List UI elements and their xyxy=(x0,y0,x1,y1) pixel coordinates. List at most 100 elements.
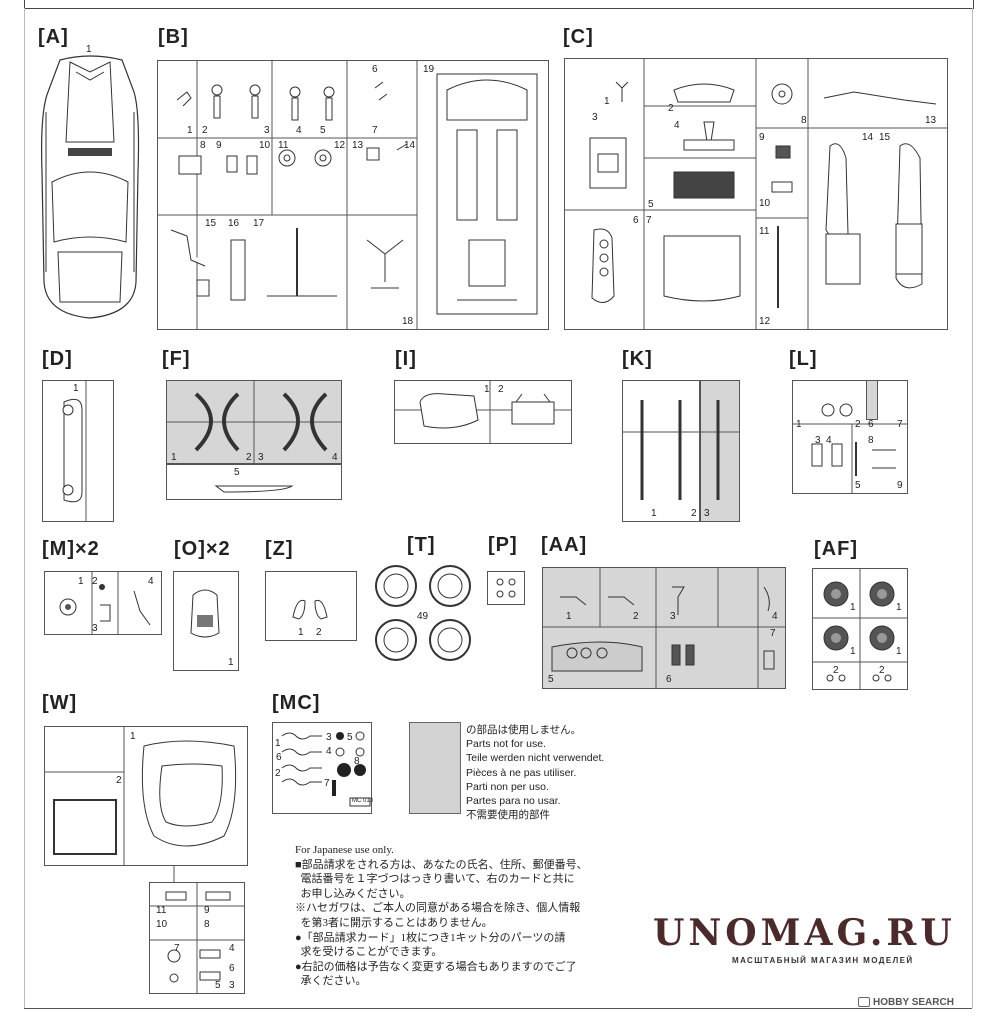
part-number: 4 xyxy=(332,452,338,463)
part-number: 4 xyxy=(326,746,332,757)
section-label-p: [P] xyxy=(488,534,518,556)
part-number: 1 xyxy=(78,576,84,587)
sprue-k xyxy=(622,380,700,522)
part-number: 17 xyxy=(253,218,265,229)
sprue-o-seat xyxy=(190,589,220,638)
part-number: 3 xyxy=(592,112,598,123)
sprue-p xyxy=(487,571,525,605)
unused-parts-legend: の部品は使用しません。 Parts not for use. Teile wer… xyxy=(466,723,604,822)
part-number: 9 xyxy=(216,140,222,151)
part-number: 4 xyxy=(148,576,154,587)
part-number: 2 xyxy=(833,665,839,676)
brand-logo: UNOMAG.RU xyxy=(653,912,956,954)
part-number: 13 xyxy=(925,115,937,126)
part-number: 1 xyxy=(171,452,177,463)
part-number: 14 xyxy=(862,132,874,143)
section-label-k: [K] xyxy=(622,348,653,370)
part-number: 9 xyxy=(897,480,903,491)
unused-parts-swatch xyxy=(409,722,461,814)
sprue-m-parts xyxy=(59,571,151,635)
part-number: 1 xyxy=(298,627,304,638)
note-line: 承ください。 xyxy=(295,975,367,988)
section-label-aa: [AA] xyxy=(541,534,588,556)
sprue-k-parts xyxy=(622,400,740,500)
part-number: 8 xyxy=(204,919,210,930)
watermark-icon xyxy=(858,997,870,1008)
sprue-z-parts xyxy=(292,599,328,620)
part-number: 6 xyxy=(229,963,235,974)
sprue-l-parts xyxy=(792,403,908,494)
part-number: 2 xyxy=(92,576,98,587)
part-number: 1 xyxy=(275,738,281,749)
part-d-bumper xyxy=(62,380,87,522)
part-number: 8 xyxy=(868,435,874,446)
part-number: 5 xyxy=(347,732,353,743)
part-number: 1 xyxy=(566,611,572,622)
legend-line: Pièces à ne pas utiliser. xyxy=(466,766,577,779)
legend-line: の部品は使用しません。 xyxy=(466,724,582,736)
part-number: 18 xyxy=(402,316,414,327)
part-number: 4 xyxy=(674,120,680,131)
part-number: 3 xyxy=(670,611,676,622)
part-number: 10 xyxy=(259,140,271,151)
part-number: 16 xyxy=(228,218,240,229)
part-number: 1 xyxy=(73,383,79,394)
parts-request-notes: For Japanese use only. ■部品請求をされる方は、あなたの氏… xyxy=(295,843,615,989)
part-number: 1 xyxy=(484,384,490,395)
part-number: 1 xyxy=(604,96,610,107)
part-number: 4 xyxy=(296,125,302,136)
legend-line: Parts not for use. xyxy=(466,738,546,751)
part-number: 13 xyxy=(352,140,364,151)
note-line: を第3者に開示することはありません。 xyxy=(295,916,493,929)
section-label-i: [I] xyxy=(395,348,417,370)
legend-line: Partes para no usar. xyxy=(466,795,561,808)
part-number: 19 xyxy=(423,64,435,75)
part-number: 3 xyxy=(704,508,710,519)
part-number: 7 xyxy=(324,778,330,789)
part-number: 14 xyxy=(404,140,416,151)
section-label-w: [W] xyxy=(42,692,78,714)
section-label-c: [C] xyxy=(563,26,594,48)
part-number: 5 xyxy=(648,199,654,210)
part-number: 2 xyxy=(668,103,674,114)
decal-sheet-mc-marks xyxy=(281,731,371,807)
part-number: 6 xyxy=(276,752,282,763)
part-number: 11 xyxy=(278,140,289,151)
page-frame-left xyxy=(24,8,25,1008)
section-label-z: [Z] xyxy=(265,538,294,560)
part-number: 4 xyxy=(229,943,235,954)
part-number: 2 xyxy=(275,768,281,779)
sprue-z xyxy=(265,571,357,641)
sprue-p-parts xyxy=(496,578,516,598)
legend-line: 不需要使用的部件 xyxy=(466,809,550,822)
watermark-text: HOBBY SEARCH xyxy=(873,997,954,1008)
part-number: 8 xyxy=(200,140,206,151)
part-number: 3 xyxy=(92,623,98,634)
section-label-af: [AF] xyxy=(814,538,858,560)
part-number: 8 xyxy=(801,115,807,126)
part-number: 1 xyxy=(896,602,902,613)
part-number: 5 xyxy=(855,480,861,491)
part-number: 1 xyxy=(651,508,657,519)
part-number: 2 xyxy=(879,665,885,676)
part-number: 1 xyxy=(130,731,136,742)
part-number: 3 xyxy=(326,732,332,743)
part-number: 2 xyxy=(316,627,322,638)
note-line: ●「部品請求カード」1枚につき1キット分のパーツの請 xyxy=(295,931,566,944)
decal-sheet-code: MC 010 xyxy=(352,798,374,804)
part-number: 1 xyxy=(850,646,856,657)
section-label-t: [T] xyxy=(407,534,436,556)
part-number: 7 xyxy=(646,215,652,226)
section-label-a: [A] xyxy=(38,26,69,48)
sprue-w-parts xyxy=(44,726,245,994)
note-line: 電話番号を１字づつはっきり書いて、右のカードと共に xyxy=(295,873,575,886)
note-line: 求を受けることができます。 xyxy=(295,946,443,959)
section-label-l: [L] xyxy=(789,348,818,370)
part-number: 5 xyxy=(215,980,221,991)
section-label-b: [B] xyxy=(158,26,189,48)
legend-line: Teile werden nicht verwendet. xyxy=(466,752,605,765)
sprue-b-runners xyxy=(157,60,538,330)
part-number: 1 xyxy=(896,646,902,657)
part-number: 9 xyxy=(759,132,765,143)
legend-line: Parti non per uso. xyxy=(466,780,549,793)
